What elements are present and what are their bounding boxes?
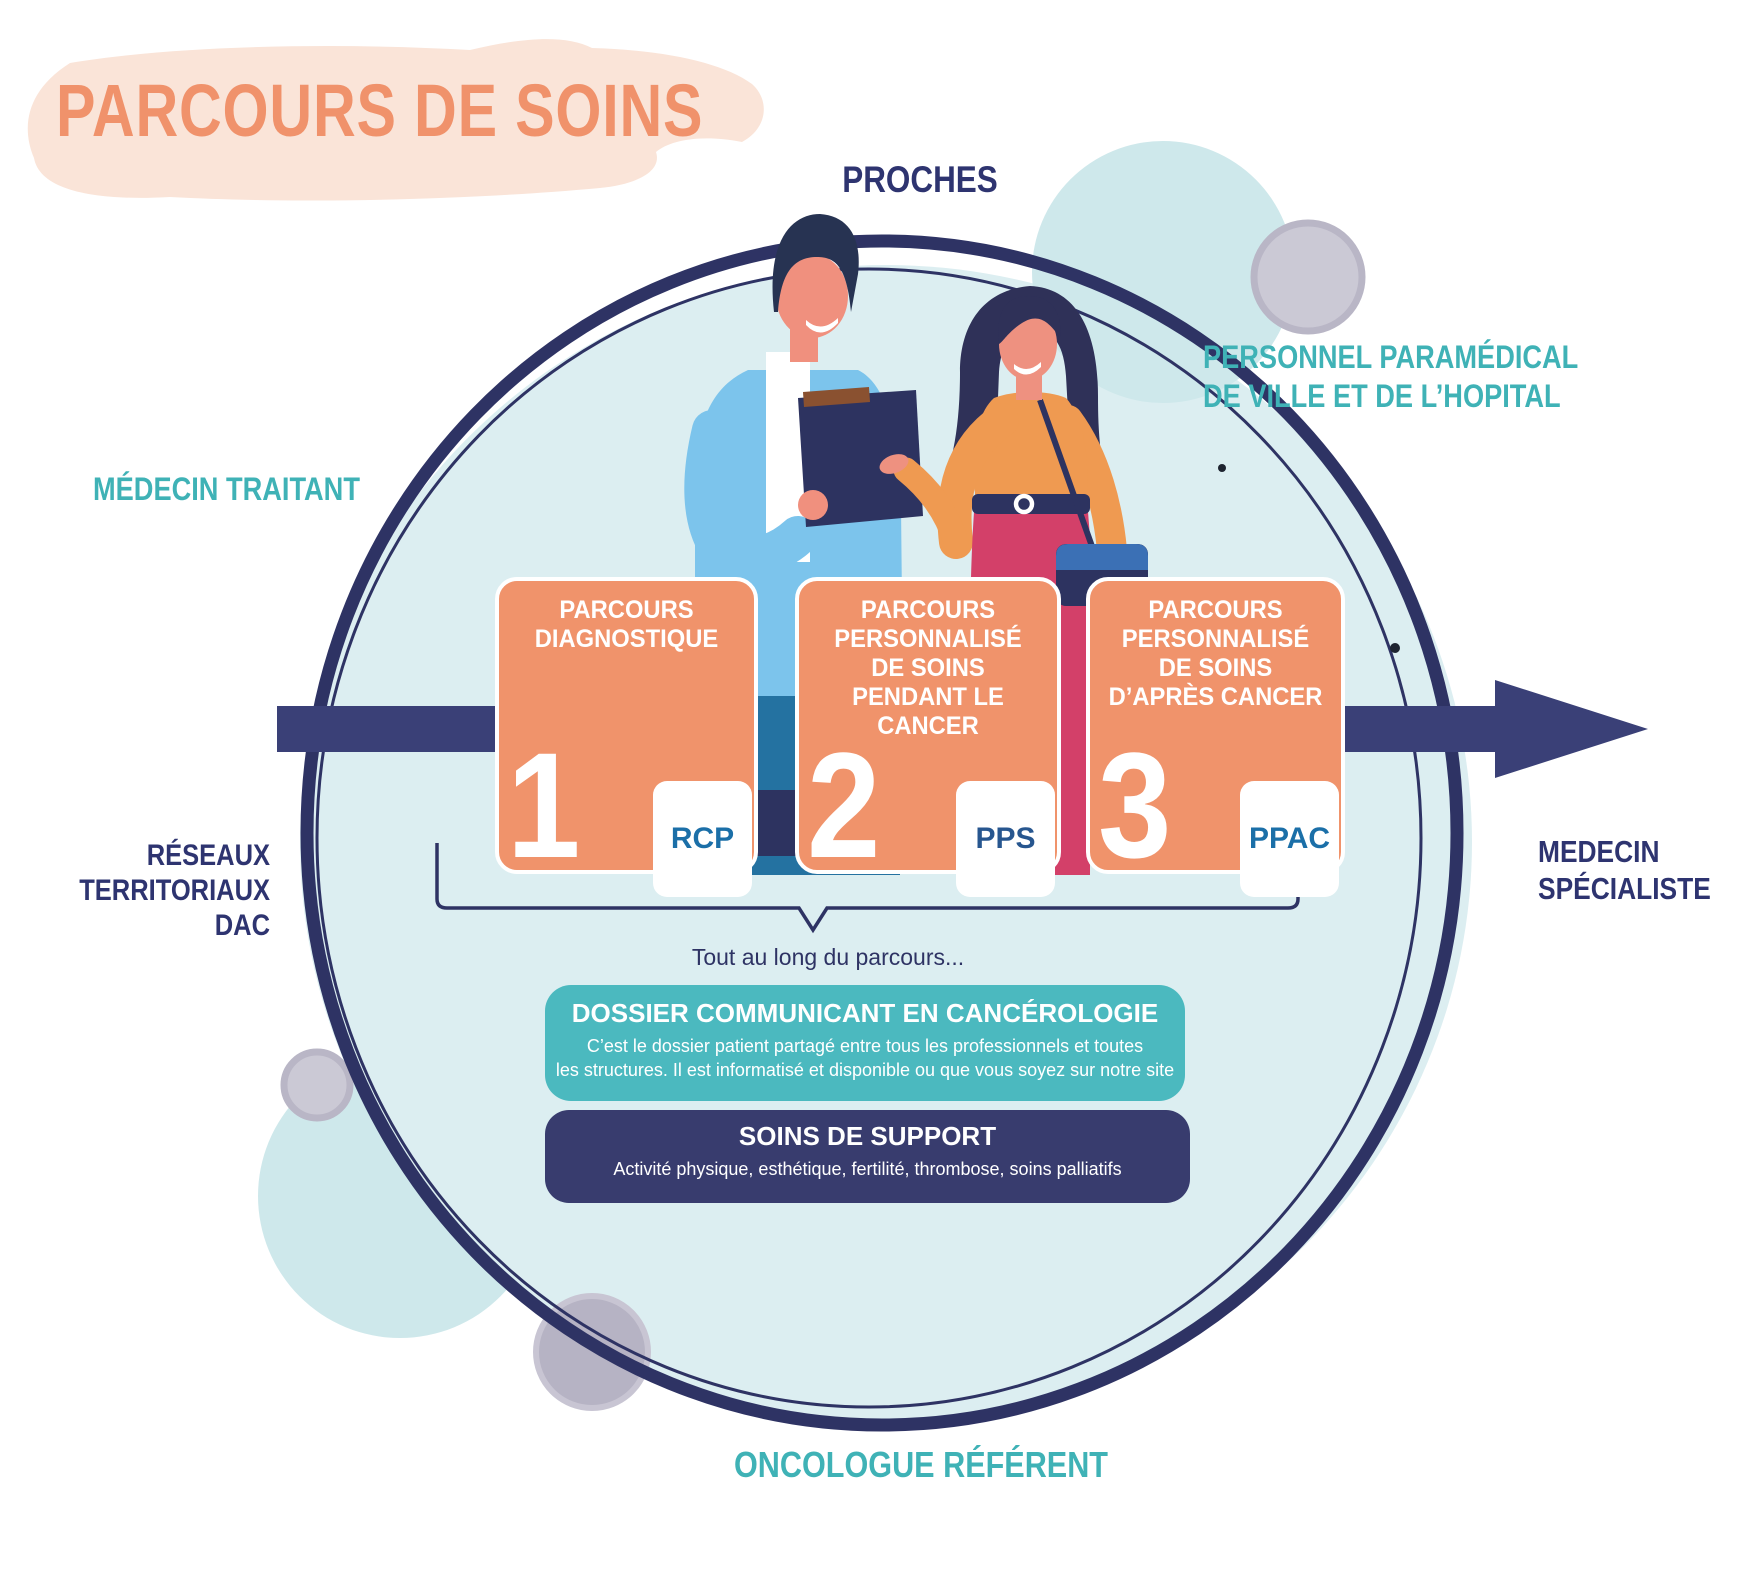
clipboard-clip (803, 387, 870, 407)
info-box-body: Activité physique, esthétique, fertilité… (613, 1159, 1122, 1179)
clipboard (798, 390, 923, 527)
stage-tag-pps: PPS (956, 781, 1055, 897)
brush-stroke (27, 39, 764, 201)
info-box-body: C’est le dossier patient partagé entre t… (555, 1036, 1175, 1080)
circle-ring-thin (315, 267, 1423, 1409)
info-box-title: SOINS DE SUPPORT (738, 1121, 997, 1151)
decor-dot-1 (1218, 464, 1226, 472)
label-proches: PROCHES (842, 159, 998, 200)
stage-card-parcours-apres-cancer: PARCOURS PERSONNALISÉ DE SOINS D’APRÈS C… (1086, 577, 1345, 897)
stage-tag-rcp: RCP (653, 781, 752, 897)
label-personnel-paramedical: PERSONNEL PARAMÉDICAL DE VILLE ET DE L’H… (1203, 339, 1579, 414)
timeline-bracket (435, 843, 1300, 934)
label-medecin-specialiste: MEDECIN SPÉCIALISTE (1538, 834, 1711, 906)
decor-gray-circle-left (280, 1048, 354, 1122)
label-medecin-traitant: MÉDECIN TRAITANT (93, 471, 360, 507)
decor-circle-top-right (1032, 141, 1294, 403)
info-box-soins-de-support: SOINS DE SUPPORT Activité physique, esth… (545, 1110, 1190, 1203)
page-title: PARCOURS DE SOINS (56, 69, 704, 152)
decor-dot-2 (1390, 643, 1400, 653)
info-box-dossier-communicant: DOSSIER COMMUNICANT EN CANCÉROLOGIE C’es… (545, 985, 1185, 1101)
info-box-title: DOSSIER COMMUNICANT EN CANCÉROLOGIE (571, 998, 1159, 1028)
decor-gray-circle-top-right (1250, 219, 1366, 335)
label-reseaux-territoriaux-dac: RÉSEAUX TERRITORIAUX DAC (79, 839, 270, 942)
stage-tag-ppac: PPAC (1240, 781, 1339, 897)
stage-title: PARCOURS PERSONNALISÉ DE SOINS D’APRÈS C… (1108, 596, 1323, 711)
stage-title: PARCOURS PERSONNALISÉ DE SOINS PENDANT L… (834, 596, 1022, 740)
circle-ring-thick (300, 234, 1464, 1432)
stage-card-parcours-pendant-cancer: PARCOURS PERSONNALISÉ DE SOINS PENDANT L… (795, 577, 1061, 897)
stage-number: 3 (1098, 721, 1172, 889)
stage-number: 2 (807, 721, 881, 889)
stage-number: 1 (507, 721, 581, 889)
timeline-caption: Tout au long du parcours... (691, 944, 965, 970)
handbag-flap (1056, 544, 1148, 570)
label-oncologue-referent: ONCOLOGUE RÉFÉRENT (733, 1444, 1108, 1485)
stage-title: PARCOURS DIAGNOSTIQUE (534, 596, 719, 653)
stage-card-parcours-diagnostique: PARCOURS DIAGNOSTIQUE 1 RCP (495, 577, 758, 897)
